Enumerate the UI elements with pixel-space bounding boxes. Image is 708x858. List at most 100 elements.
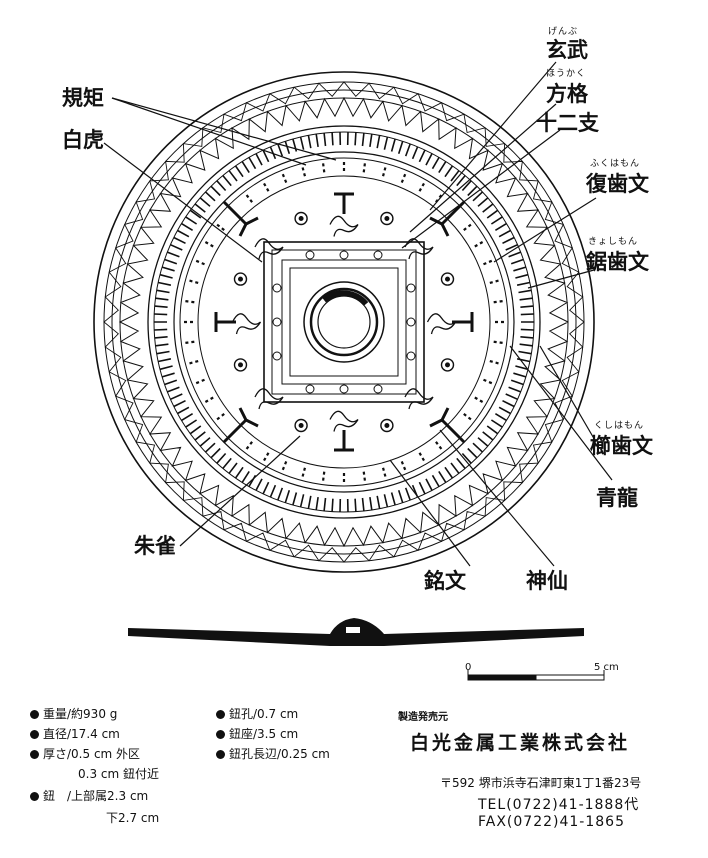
branch-dot — [305, 384, 315, 394]
kushimon-ruby: くしはもん — [594, 421, 645, 431]
leader-line — [527, 269, 595, 289]
leader-line — [509, 345, 613, 481]
mirror-ring — [93, 71, 595, 573]
label-kiku: 規矩 — [62, 86, 104, 110]
nipple-center — [298, 216, 304, 221]
bullet-icon — [216, 710, 225, 719]
label-shinsen: 神仙 — [526, 569, 568, 593]
nipple — [294, 418, 308, 433]
label-houkaku: 方格 — [546, 82, 588, 106]
houkaku-ruby: ほうかく — [546, 69, 587, 79]
label-genbu: 玄武 — [546, 38, 588, 62]
branch-dot — [339, 384, 349, 394]
mirror-ring — [173, 151, 515, 493]
nipple — [440, 358, 455, 372]
nipple — [233, 358, 248, 372]
bullet-icon — [216, 750, 225, 759]
bullet-icon — [30, 710, 39, 719]
bullet-icon — [30, 730, 39, 739]
label-juunishi: 十二支 — [536, 111, 599, 135]
leader-line — [389, 459, 471, 567]
v-mark — [429, 200, 466, 237]
label-meibun: 銘文 — [424, 569, 466, 593]
knob-hole-section — [346, 627, 360, 633]
spec-weight: 重量/約930 g — [30, 708, 117, 720]
nipple — [380, 211, 394, 226]
central-square — [289, 267, 399, 377]
central-square — [271, 249, 417, 395]
genbu-ruby: げんぶ — [548, 27, 579, 37]
label-suzaku: 朱雀 — [134, 534, 176, 558]
maker-name: 白光金属工業株式会社 — [410, 732, 631, 754]
leader-line — [409, 103, 557, 233]
spec-hole-long: 鈕孔長辺/0.25 cm — [216, 748, 330, 760]
leader-line — [439, 429, 555, 567]
spec-thickness: 厚さ/0.5 cm 外区 — [30, 748, 140, 760]
nipple-center — [384, 423, 390, 428]
leader-line — [103, 142, 263, 263]
maker-address: 〒592 堺市浜寺石津町東1丁1番23号 — [440, 776, 642, 790]
scale-five: 5 cm — [594, 662, 619, 673]
central-square — [281, 259, 407, 385]
kyoshimon-ruby: きょしもん — [588, 237, 639, 247]
beast-figure — [231, 313, 262, 335]
beast-figure — [426, 313, 457, 335]
branch-dot — [272, 351, 282, 361]
leader-line — [179, 435, 301, 547]
beast-figure — [254, 238, 284, 260]
branch-dot — [406, 283, 416, 293]
bullet-icon — [216, 730, 225, 739]
knob-hole-shadow — [322, 290, 369, 307]
nipple-center — [298, 423, 304, 428]
comb-teeth-band — [154, 131, 534, 513]
mirror-ring — [103, 81, 585, 563]
leader-line — [111, 97, 337, 161]
leader-line — [429, 61, 557, 211]
spec-thickness-2: 0.3 cm 鈕付近 — [78, 767, 160, 781]
spec-diameter: 直径/17.4 cm — [30, 728, 120, 740]
leader-line — [111, 97, 307, 166]
spec-seat: 鈕座/3.5 cm — [216, 728, 298, 740]
nipple — [233, 272, 248, 286]
nipple-center — [238, 362, 243, 368]
bullet-icon — [30, 750, 39, 759]
spec-knob: 鈕 /上部属2.3 cm — [30, 790, 148, 802]
mirror-ring — [119, 97, 569, 547]
spec-hole: 鈕孔/0.7 cm — [216, 708, 298, 720]
mirror-ring — [179, 157, 509, 487]
central-square — [263, 241, 425, 403]
beast-figure — [404, 388, 434, 410]
beast-figure — [404, 238, 434, 260]
nipple — [294, 211, 308, 226]
scale-zero: 0 — [465, 662, 472, 673]
branch-dot — [406, 351, 416, 361]
mirror-ring — [111, 89, 577, 555]
spec-knob-2: 下2.7 cm — [106, 811, 160, 825]
nipple-center — [384, 216, 390, 221]
maker-fax: FAX(0722)41-1865 — [478, 814, 625, 830]
fukushimon-ruby: ふくはもん — [590, 159, 641, 169]
branch-dot — [339, 250, 349, 260]
mirror-plan-view — [93, 71, 595, 573]
scale-bar — [467, 670, 605, 681]
nipple — [380, 418, 394, 433]
branch-dot — [373, 384, 383, 394]
label-fukushimon: 復歯文 — [586, 172, 649, 196]
bullet-icon — [30, 792, 39, 801]
maker-role: 製造発売元 — [398, 712, 448, 723]
branch-dot — [373, 250, 383, 260]
nipple — [440, 272, 455, 286]
branch-dot — [272, 317, 282, 327]
v-mark — [222, 200, 259, 237]
v-mark — [222, 407, 259, 444]
double-sawtooth-band — [103, 81, 585, 563]
knob-outer — [309, 287, 379, 357]
beast-figure — [329, 410, 359, 432]
mirror-ring — [153, 131, 535, 513]
leader-line — [539, 345, 597, 443]
mirror-ring — [147, 125, 541, 519]
beast-figure — [329, 215, 359, 237]
scale-bar-fill — [467, 674, 537, 681]
knob-seat — [303, 281, 385, 363]
